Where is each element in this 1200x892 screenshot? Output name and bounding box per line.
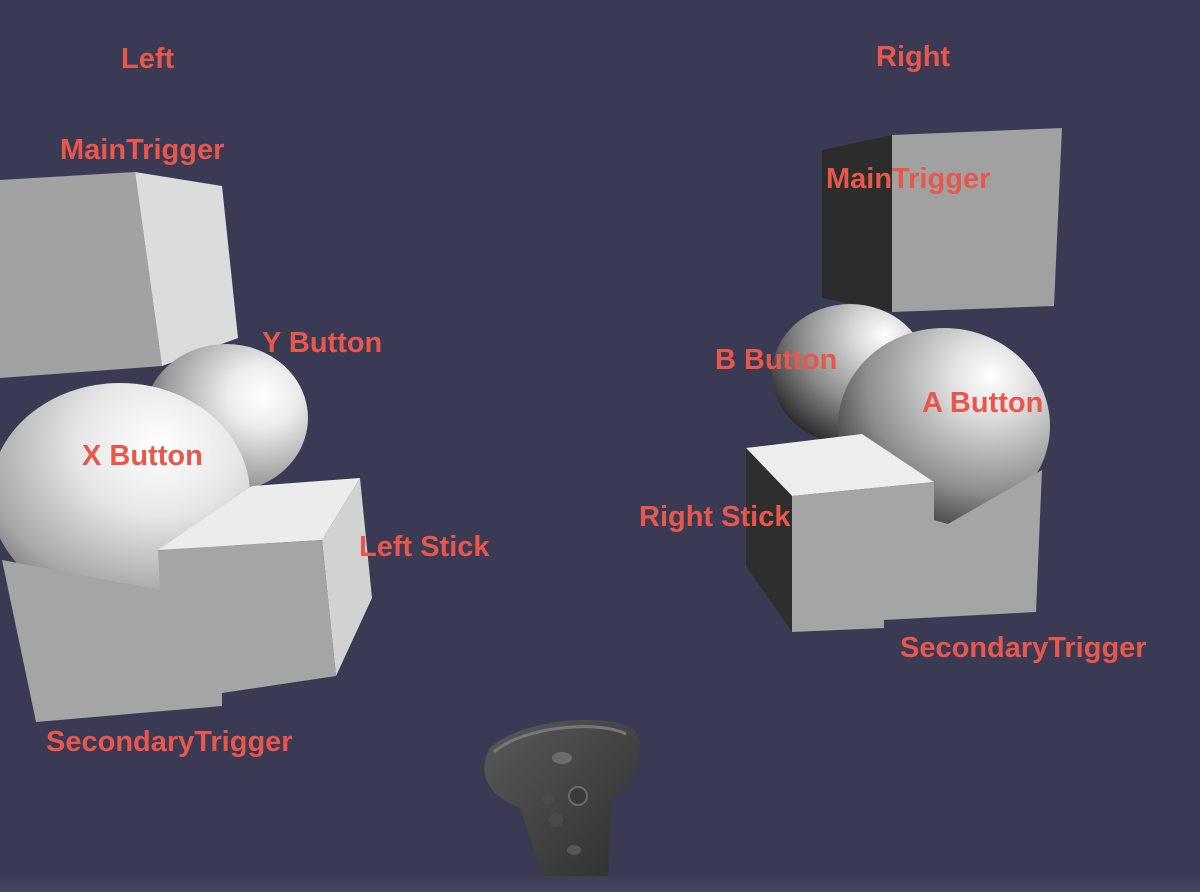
vr-controller-icon [484, 719, 641, 878]
right-title: Right [876, 41, 951, 73]
right-controller-group [746, 128, 1062, 632]
right-stick-label: Right Stick [639, 501, 791, 533]
right-stick-cube [746, 434, 1042, 632]
left-title: Left [121, 43, 175, 75]
right-main-trigger-label: MainTrigger [826, 163, 991, 195]
left-stick-cube [2, 478, 372, 722]
left-x-button-label: X Button [82, 440, 203, 472]
left-y-button-label: Y Button [262, 327, 383, 359]
left-secondary-trigger-label: SecondaryTrigger [46, 726, 293, 758]
left-controller-group [0, 172, 372, 722]
left-main-trigger-label: MainTrigger [60, 134, 225, 166]
bottom-edge [0, 876, 1200, 892]
right-secondary-trigger-label: SecondaryTrigger [900, 632, 1147, 664]
left-main-trigger-cube [0, 172, 238, 378]
right-a-button-label: A Button [922, 387, 1044, 419]
left-stick-label: Left Stick [359, 531, 490, 563]
right-main-trigger-cube [822, 128, 1062, 312]
right-b-button-label: B Button [715, 344, 838, 376]
